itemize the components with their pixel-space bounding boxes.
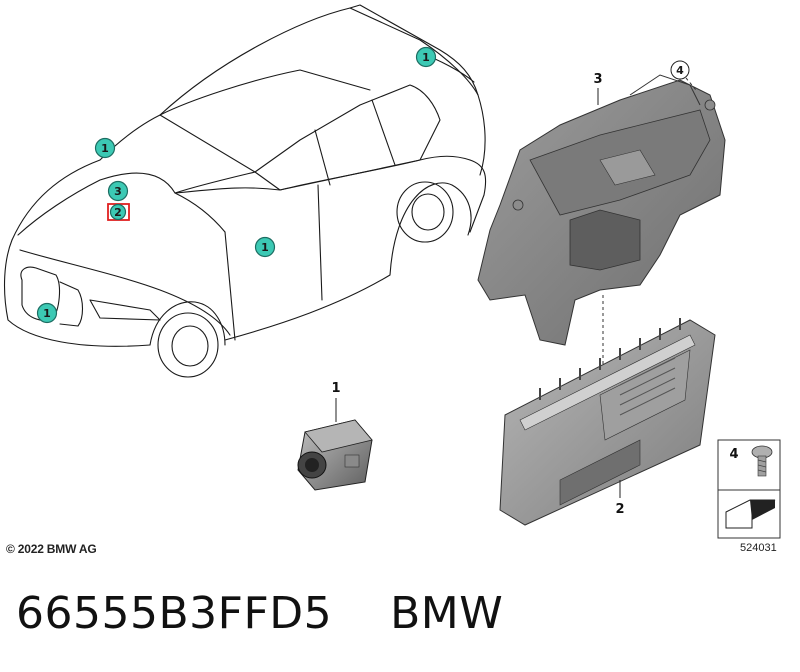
control-unit-part <box>499 318 716 526</box>
callout-label: 1 <box>43 307 51 320</box>
car-illustration <box>3 4 487 378</box>
callout-label: 3 <box>114 185 122 198</box>
callout-label: 1 <box>261 241 269 254</box>
car-callout-1-grille[interactable]: 1 <box>36 302 58 324</box>
car-callout-3-mount[interactable]: 3 <box>107 180 129 202</box>
callout-label: 1 <box>422 51 430 64</box>
diagram-number: 524031 <box>740 542 777 554</box>
part-caption: 66555B3FFD5 BMW <box>16 588 504 639</box>
car-callout-1-door[interactable]: 1 <box>254 236 276 258</box>
screw-panel: 4 <box>717 439 781 539</box>
car-callout-2-unit[interactable]: 2 <box>109 203 127 221</box>
camera-part-number: 1 <box>331 381 340 396</box>
car-callout-1-roof[interactable]: 1 <box>415 46 437 68</box>
callout-label: 2 <box>114 206 122 219</box>
camera-part <box>297 419 373 491</box>
screw-part-number: 4 <box>729 447 738 462</box>
bracket-part <box>477 74 726 346</box>
car-callout-1-windshield[interactable]: 1 <box>94 137 116 159</box>
clip-part-number: 4 <box>676 64 684 77</box>
copyright-notice: © 2022 BMW AG <box>6 542 97 556</box>
control-unit-part-number: 2 <box>615 502 624 517</box>
clip-callout-circle <box>670 60 690 80</box>
clip-leader <box>685 77 697 91</box>
callout-label: 1 <box>101 142 109 155</box>
bracket-part-number: 3 <box>593 72 602 87</box>
